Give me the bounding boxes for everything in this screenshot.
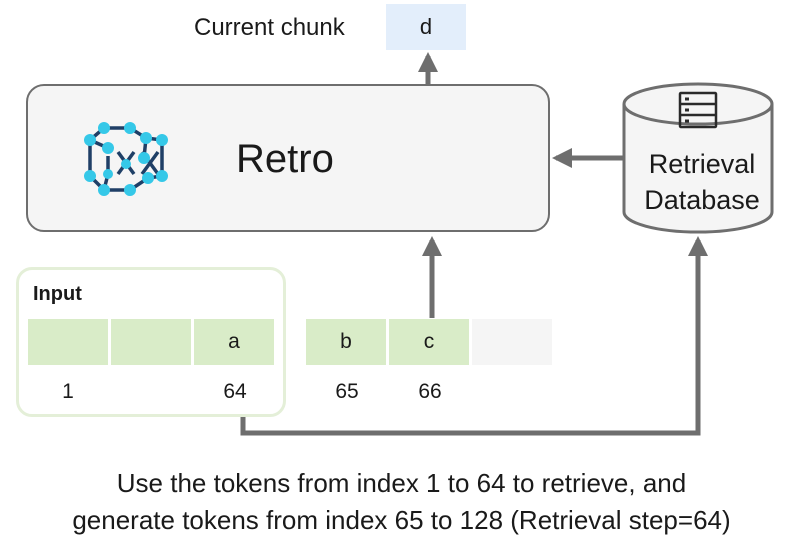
arrow-input-to-database [240, 236, 708, 436]
caption-line1: Use the tokens from index 1 to 64 to ret… [116, 468, 687, 498]
token-cell [28, 319, 108, 365]
retro-model-box [26, 84, 550, 232]
server-rack-icon [678, 91, 718, 129]
token-cell [111, 319, 191, 365]
token-cell: c [389, 319, 469, 365]
database-line2: Database [644, 185, 760, 215]
current-chunk-label: Current chunk [194, 14, 345, 41]
token-cell: b [306, 319, 386, 365]
current-chunk-token: d [386, 4, 466, 50]
molecule-network-icon [84, 122, 168, 196]
retrieval-database-label: Retrieval Database [628, 146, 776, 218]
caption: Use the tokens from index 1 to 64 to ret… [0, 465, 803, 539]
token-cell-empty [472, 319, 552, 365]
retro-model-title: Retro [236, 137, 334, 181]
token-cell: a [194, 319, 274, 365]
database-line1: Retrieval [648, 149, 756, 179]
token-index: 65 [335, 380, 359, 403]
token-index: 64 [223, 380, 247, 403]
token-index: 66 [418, 380, 442, 403]
token-index: 1 [62, 380, 74, 403]
current-chunk-token-text: d [419, 14, 433, 39]
caption-line2: generate tokens from index 65 to 128 (Re… [72, 505, 731, 535]
input-label: Input [33, 283, 82, 305]
